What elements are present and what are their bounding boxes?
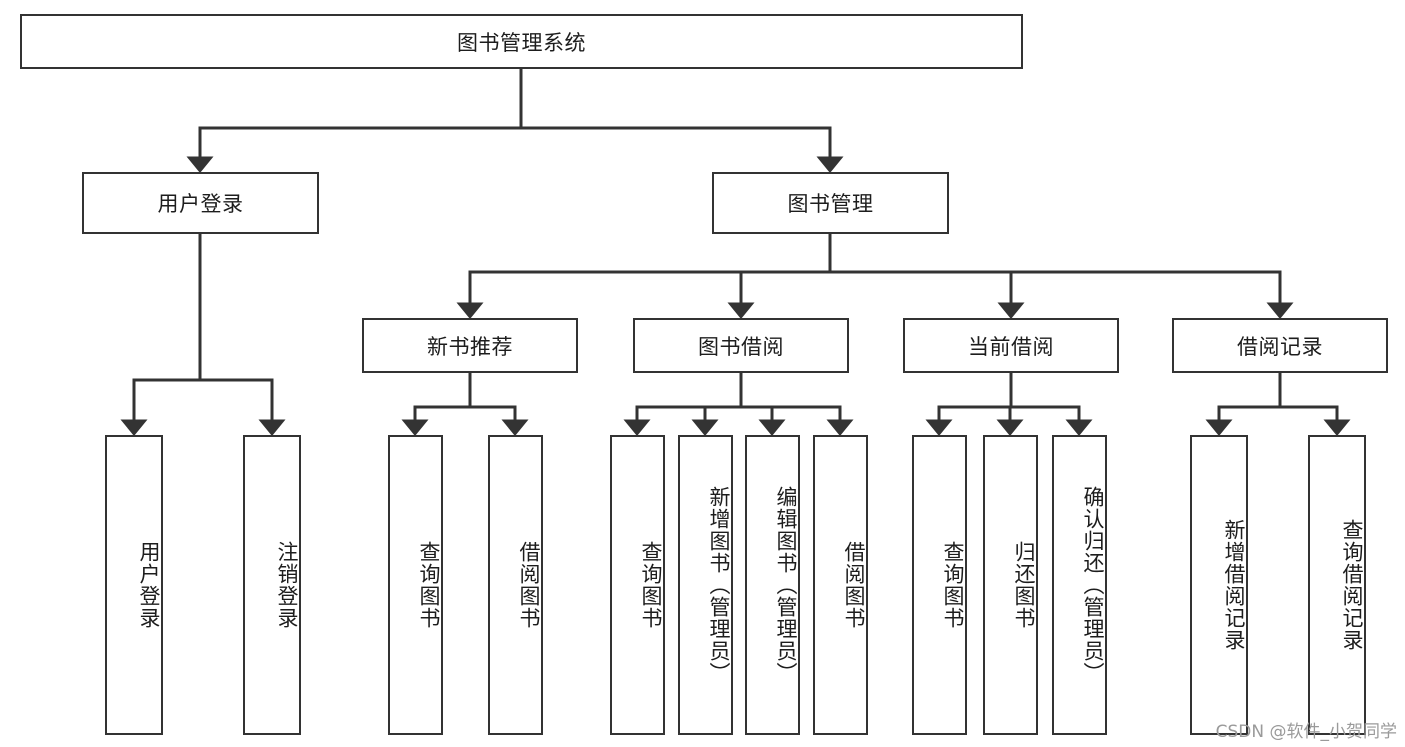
edge-14 [925,373,1013,436]
leaf-node-label-4: 查询图书 [639,541,663,629]
root-node-0[interactable]: 图书管理系统 [20,14,1023,69]
leaf-node-11[interactable]: 新增借阅记录 [1190,435,1248,735]
edge-1 [519,69,844,173]
level3-node-label-3: 借阅记录 [1237,334,1323,359]
leaf-node-4[interactable]: 查询图书 [610,435,665,735]
level3-node-0[interactable]: 新书推荐 [362,318,578,373]
leaf-node-label-0: 用户登录 [137,541,161,629]
watermark-text: CSDN @软件_小贺同学 [1215,722,1397,742]
leaf-node-label-3: 借阅图书 [517,541,541,629]
leaf-node-label-12: 查询借阅记录 [1340,519,1364,651]
leaf-node-7[interactable]: 借阅图书 [813,435,868,735]
edge-0 [186,69,523,173]
leaf-node-6[interactable]: 编辑图书（管理员） [745,435,800,735]
edge-18 [1278,373,1351,436]
edge-2 [120,234,202,436]
edge-12 [739,373,786,436]
leaf-node-label-10: 确认归还（管理员） [1081,486,1105,684]
level3-node-label-2: 当前借阅 [968,334,1054,359]
edge-10 [623,373,743,436]
leaf-node-0[interactable]: 用户登录 [105,435,163,735]
leaf-node-label-6: 编辑图书（管理员） [774,486,798,684]
level2-node-0[interactable]: 用户登录 [82,172,319,234]
edge-11 [691,373,743,436]
leaf-node-label-1: 注销登录 [275,541,299,629]
leaf-node-8[interactable]: 查询图书 [912,435,967,735]
edge-6 [828,234,1025,319]
edge-4 [456,234,832,319]
level2-node-label-1: 图书管理 [787,192,874,216]
edge-16 [1009,373,1093,436]
leaf-node-label-11: 新增借阅记录 [1222,519,1246,651]
level3-node-label-0: 新书推荐 [427,334,513,359]
level3-node-2[interactable]: 当前借阅 [903,318,1119,373]
edge-15 [996,373,1024,436]
leaf-node-3[interactable]: 借阅图书 [488,435,543,735]
edge-5 [727,234,832,319]
edge-13 [739,373,854,436]
edge-7 [828,234,1294,319]
level3-node-label-1: 图书借阅 [698,334,784,359]
level3-node-1[interactable]: 图书借阅 [633,318,849,373]
leaf-node-label-8: 查询图书 [941,541,965,629]
leaf-node-9[interactable]: 归还图书 [983,435,1038,735]
leaf-node-12[interactable]: 查询借阅记录 [1308,435,1366,735]
level2-node-1[interactable]: 图书管理 [712,172,949,234]
edge-9 [468,373,529,436]
leaf-node-1[interactable]: 注销登录 [243,435,301,735]
leaf-node-label-2: 查询图书 [417,541,441,629]
level3-node-3[interactable]: 借阅记录 [1172,318,1388,373]
leaf-node-10[interactable]: 确认归还（管理员） [1052,435,1107,735]
edge-17 [1205,373,1282,436]
level2-node-label-0: 用户登录 [157,192,244,216]
edge-3 [198,234,286,436]
leaf-node-label-7: 借阅图书 [842,541,866,629]
edge-8 [401,373,472,436]
leaf-node-label-9: 归还图书 [1012,541,1036,629]
leaf-node-5[interactable]: 新增图书（管理员） [678,435,733,735]
root-node-label-0: 图书管理系统 [457,30,586,55]
leaf-node-2[interactable]: 查询图书 [388,435,443,735]
leaf-node-label-5: 新增图书（管理员） [707,486,731,684]
